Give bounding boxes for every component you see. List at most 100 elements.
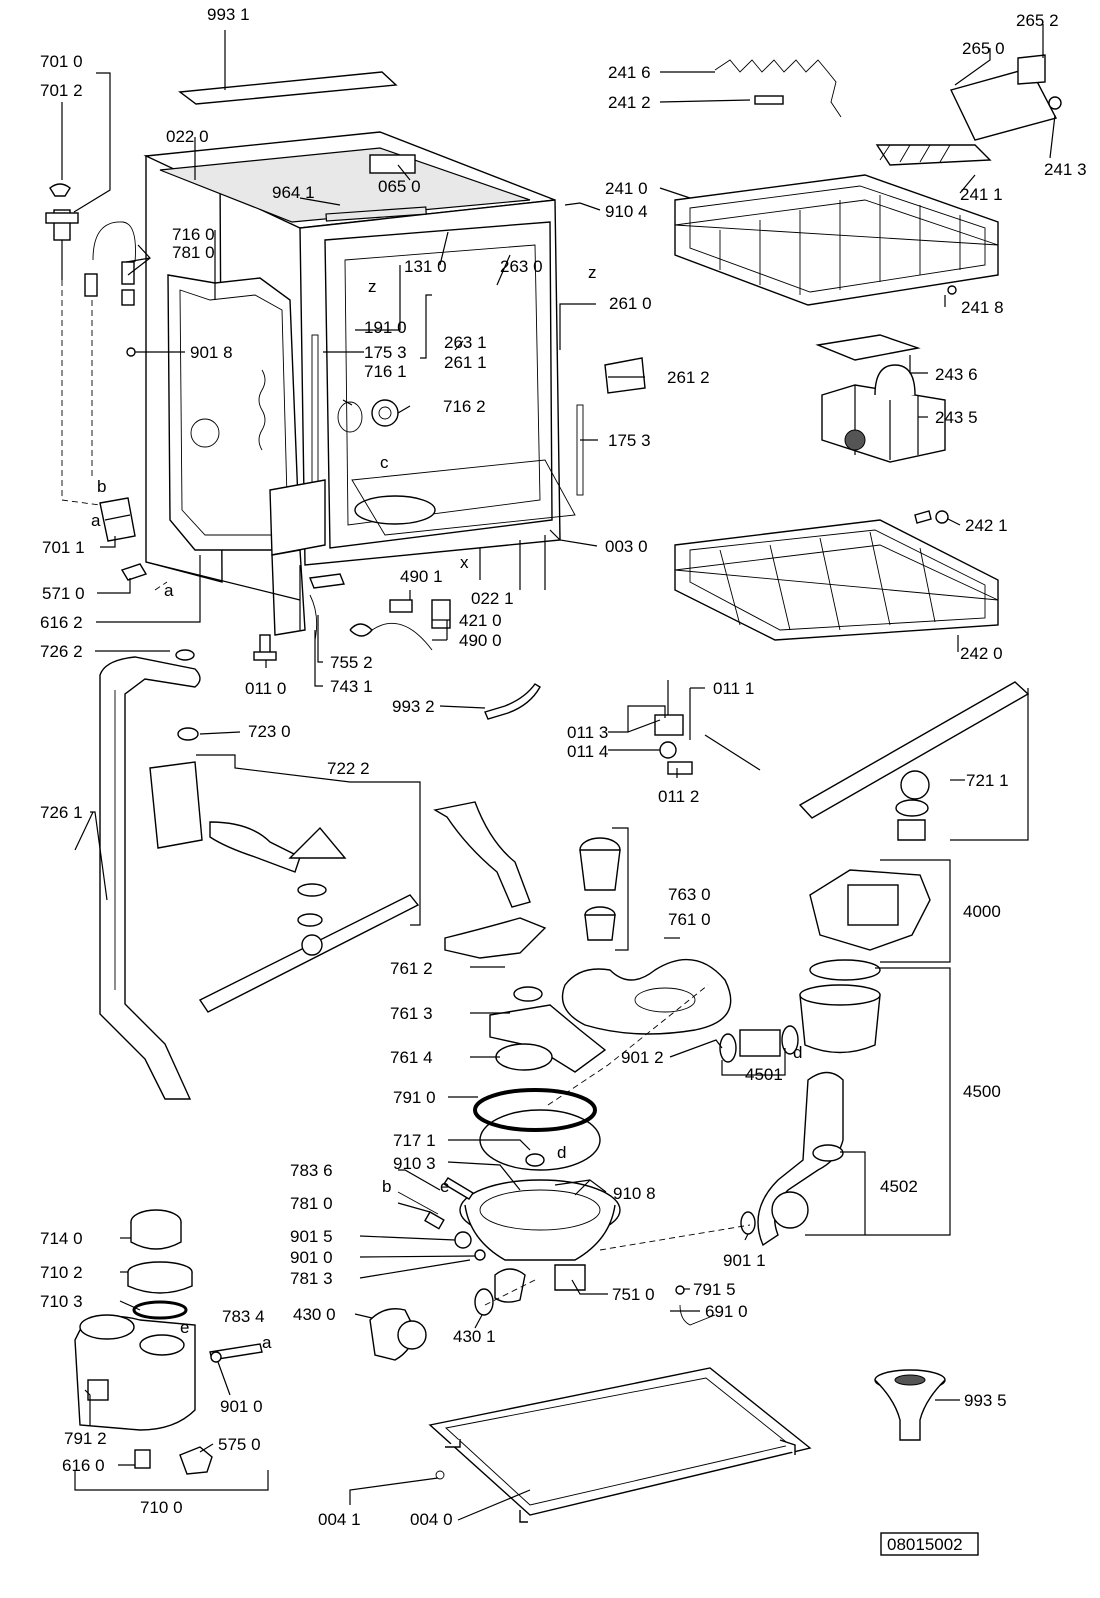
- marker-d: d: [793, 1043, 802, 1062]
- label-901-2: 901 2: [621, 1048, 664, 1067]
- label-761-3: 761 3: [390, 1004, 433, 1023]
- cutlery-basket-drawing: [604, 334, 946, 463]
- label-011-0: 011 0: [245, 679, 286, 698]
- label-716-0: 716 0: [172, 225, 215, 244]
- label-910-8: 910 8: [613, 1184, 656, 1203]
- marker-b: b: [97, 477, 106, 496]
- label-241-0: 241 0: [605, 179, 648, 198]
- label-263-1: 263 1: [444, 333, 487, 352]
- label-701-1: 701 1: [42, 538, 85, 557]
- label-791-2: 791 2: [64, 1429, 107, 1448]
- marker-a: a: [91, 511, 101, 530]
- label-265-2: 265 2: [1016, 11, 1059, 30]
- base-frame-drawing: [428, 1367, 812, 1523]
- label-011-2: 011 2: [658, 787, 699, 806]
- label-265-0: 265 0: [962, 39, 1005, 58]
- label-701-2: 701 2: [40, 81, 83, 100]
- label-4501: 4501: [745, 1065, 783, 1084]
- label-910-3: 910 3: [393, 1154, 436, 1173]
- label-261-1: 261 1: [444, 353, 487, 372]
- label-242-1: 242 1: [965, 516, 1008, 535]
- label-743-1: 743 1: [330, 677, 373, 696]
- marker-z: z: [368, 277, 377, 296]
- label-781-0a: 781 0: [172, 243, 215, 262]
- label-791-5: 791 5: [693, 1280, 736, 1299]
- label-726-1: 726 1: [40, 803, 83, 822]
- label-964-1: 964 1: [272, 183, 315, 202]
- label-616-0: 616 0: [62, 1456, 105, 1475]
- label-175-3a: 175 3: [364, 343, 407, 362]
- label-261-0: 261 0: [609, 294, 652, 313]
- label-011-1: 011 1: [713, 679, 754, 698]
- label-791-0: 791 0: [393, 1088, 436, 1107]
- label-901-1: 901 1: [723, 1251, 766, 1270]
- cabinet-drawing: [143, 131, 584, 636]
- label-242-0: 242 0: [960, 644, 1003, 663]
- label-191-0: 191 0: [364, 318, 407, 337]
- top-strip-drawing: [178, 71, 398, 105]
- label-701-0: 701 0: [40, 52, 83, 71]
- supply-pipe-drawing: [99, 649, 201, 1100]
- label-721-1: 721 1: [966, 771, 1009, 790]
- part-labels: 993 1 701 0 701 2 022 0 964 1 065 0 716 …: [40, 5, 1087, 1529]
- label-993-5: 993 5: [964, 1391, 1007, 1410]
- label-751-0: 751 0: [612, 1285, 655, 1304]
- label-993-2: 993 2: [392, 697, 435, 716]
- label-241-2: 241 2: [608, 93, 651, 112]
- small-parts-drawing: [253, 573, 541, 720]
- label-241-3: 241 3: [1044, 160, 1087, 179]
- label-571-0: 571 0: [42, 584, 85, 603]
- label-901-0b: 901 0: [220, 1397, 263, 1416]
- lower-spray-arm-drawing: [798, 681, 1030, 841]
- label-723-0: 723 0: [248, 722, 291, 741]
- marker-d: d: [557, 1143, 566, 1162]
- label-004-0: 004 0: [410, 1510, 453, 1529]
- marker-e: e: [440, 1177, 449, 1196]
- label-430-1: 430 1: [453, 1327, 496, 1346]
- leader-lines: [61, 24, 1056, 1521]
- label-261-2: 261 2: [667, 368, 710, 387]
- label-243-5: 243 5: [935, 408, 978, 427]
- label-022-0: 022 0: [166, 127, 209, 146]
- label-003-0: 003 0: [605, 537, 648, 556]
- label-4500: 4500: [963, 1082, 1001, 1101]
- label-717-1: 717 1: [393, 1131, 436, 1150]
- marker-c: c: [380, 453, 389, 472]
- marker-z: z: [588, 263, 597, 282]
- label-755-2: 755 2: [330, 653, 373, 672]
- label-022-1: 022 1: [471, 589, 514, 608]
- label-901-5: 901 5: [290, 1227, 333, 1246]
- label-710-3: 710 3: [40, 1292, 83, 1311]
- marker-a: a: [262, 1333, 272, 1352]
- label-4000: 4000: [963, 902, 1001, 921]
- label-490-1: 490 1: [400, 567, 443, 586]
- label-714-0: 714 0: [40, 1229, 83, 1248]
- label-241-8: 241 8: [961, 298, 1004, 317]
- label-421-0: 421 0: [459, 611, 502, 630]
- heater-parts-drawing: [369, 1177, 716, 1361]
- label-710-0: 710 0: [140, 1498, 183, 1517]
- label-004-1: 004 1: [318, 1510, 361, 1529]
- label-993-1: 993 1: [207, 5, 250, 24]
- label-011-4: 011 4: [567, 742, 608, 761]
- label-901-0a: 901 0: [290, 1248, 333, 1267]
- label-4502: 4502: [880, 1177, 918, 1196]
- label-783-6: 783 6: [290, 1161, 333, 1180]
- document-code-box: 08015002: [880, 1532, 979, 1556]
- label-726-2: 726 2: [40, 642, 83, 661]
- label-616-2: 616 2: [40, 613, 83, 632]
- label-490-0: 490 0: [459, 631, 502, 650]
- label-901-8: 901 8: [190, 343, 233, 362]
- label-781-3: 781 3: [290, 1269, 333, 1288]
- filter-assembly-drawing: [433, 801, 732, 1073]
- label-910-4: 910 4: [605, 202, 648, 221]
- label-065-0: 065 0: [378, 177, 421, 196]
- label-781-0b: 781 0: [290, 1194, 333, 1213]
- pump-assembly-drawing: [719, 869, 931, 1247]
- label-263-0: 263 0: [500, 257, 543, 276]
- salt-funnel-drawing: [874, 1369, 946, 1441]
- marker-b: b: [382, 1177, 391, 1196]
- label-710-2: 710 2: [40, 1263, 83, 1282]
- label-716-1: 716 1: [364, 362, 407, 381]
